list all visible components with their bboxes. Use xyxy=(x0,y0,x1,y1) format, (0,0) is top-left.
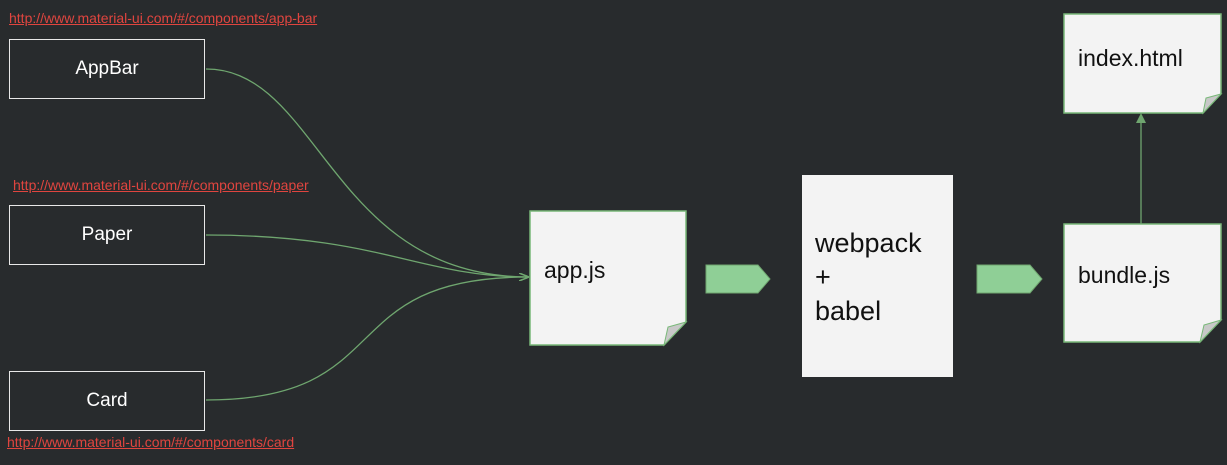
webpack-label: webpack xyxy=(815,228,922,258)
appjs-label: app.js xyxy=(544,257,606,283)
connector-card-to-appjs xyxy=(205,277,528,401)
process-arrow-2 xyxy=(976,264,1043,294)
paper-label: Paper xyxy=(81,224,133,245)
appbar-box: AppBar xyxy=(9,39,205,99)
card-label: Card xyxy=(86,390,128,411)
link-appbar-docs[interactable]: http://www.material-ui.com/#/components/… xyxy=(9,10,318,26)
plus-label: + xyxy=(815,262,831,292)
bundlejs-label: bundle.js xyxy=(1078,262,1171,288)
babel-label: babel xyxy=(815,296,882,326)
bundlejs-document xyxy=(1063,223,1223,344)
indexhtml-document xyxy=(1063,13,1223,115)
connector-appbar-to-appjs xyxy=(205,68,528,277)
link-paper-docs[interactable]: http://www.material-ui.com/#/components/… xyxy=(13,177,309,193)
paper-box: Paper xyxy=(9,205,205,265)
indexhtml-label: index.html xyxy=(1078,45,1183,71)
connector-paper-to-appjs xyxy=(205,234,528,277)
link-card-docs[interactable]: http://www.material-ui.com/#/components/… xyxy=(7,434,295,450)
appjs-document xyxy=(529,210,688,347)
appbar-label: AppBar xyxy=(75,58,139,79)
card-box: Card xyxy=(9,371,205,431)
webpack-babel-box xyxy=(802,175,953,377)
process-arrow-1 xyxy=(705,264,771,294)
